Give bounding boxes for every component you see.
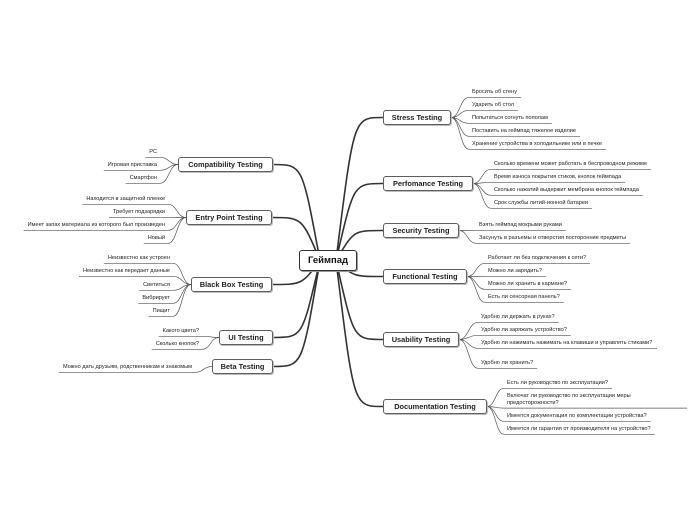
connector-functional-leaf-1 [466,262,591,277]
leaf-stress-1: Бросить об стену [472,89,518,95]
branch-usability-testing[interactable]: Usability Testing [383,332,459,347]
leaf-performance-1: Сколько времени может работать в беспров… [494,161,647,167]
leaf-functional-4: Есть ли сенсорная панель? [488,294,560,300]
connector-stress-leaf-5 [450,117,607,150]
connector-stress-leaf-2 [450,109,519,118]
connector-entry-leaf-4 [143,217,187,244]
leaf-usability-4: Удобно ли хранить? [481,360,534,366]
connector-compatibility-leaf-1 [145,156,179,165]
connector-entry-leaf-1 [82,203,187,218]
connector-usability-leaf-1 [458,321,559,340]
branch-security-testing[interactable]: Security Testing [383,223,459,238]
connector-compatibility [272,163,321,261]
connector-performance [335,182,384,261]
connector-usability [335,260,384,341]
connector-security-leaf-2 [458,230,631,244]
leaf-documentation-4: Имеется ли гарантия от производителя на … [507,426,651,432]
connector-performance-leaf-2 [472,181,626,184]
connector-documentation-leaf-4 [486,406,655,435]
connector-usability-leaf-3 [458,339,657,349]
leaf-entry-3: Имеет запах материала из которого был пр… [27,222,165,228]
leaf-ui-1: Какого цвета? [162,328,199,334]
leaf-stress-5: Хранение устройства в холодильнике или в… [472,141,603,147]
branch-stress-testing[interactable]: Stress Testing [383,110,451,125]
leaf-performance-3: Сколько нажатий выдержит мембрана кнопок… [494,187,639,193]
branch-performance-testing[interactable]: Perfomance Testing [383,176,473,191]
leaf-compatibility-3: Смартфон [129,175,157,181]
branch-ui-testing[interactable]: UI Testing [219,330,273,345]
leaf-ui-2: Сколько кнопок? [155,341,199,347]
connector-ui-leaf-1 [158,335,220,338]
leaf-blackbox-4: Вибрирует [142,295,170,301]
leaf-entry-1: Находится в защитной пленке [86,196,165,202]
connector-usability-leaf-4 [458,339,538,369]
leaf-beta-1: Можно дать друзьям, родственникам и знак… [62,364,192,370]
connector-ui [272,260,321,339]
leaf-blackbox-2: Неизвестно как передает данные [83,268,170,274]
leaf-functional-1: Работает ли без подключения к сети? [488,255,587,261]
connector-stress [335,116,384,261]
connector-beta [272,260,321,368]
connector-documentation-leaf-1 [486,387,613,407]
leaf-usability-1: Удобно ли держать в руках? [481,314,555,320]
leaf-performance-2: Время износа покрытия стиков, кнопок гей… [494,174,622,180]
leaf-usability-3: Удобно ли нажимать нажимать на клавиши и… [481,340,653,346]
leaf-entry-4: Новый [147,235,165,241]
connector-blackbox-leaf-2 [79,275,192,285]
leaf-compatibility-1: PC [149,149,157,155]
leaf-functional-2: Можно ли зарядить? [488,268,542,274]
leaf-blackbox-5: Пищит [152,308,170,314]
leaf-performance-4: Срок службы литий-ионной батареи [494,200,589,206]
leaf-stress-4: Поставить на геймпад тяжелое изделие [472,128,576,134]
connector-blackbox-leaf-1 [103,262,192,285]
connector-compatibility-leaf-3 [125,164,179,184]
branch-functional-testing[interactable]: Functional Testing [383,269,467,284]
connector-documentation-leaf-2 [486,406,687,409]
connector-beta-leaf-1 [58,366,213,373]
leaf-entry-2: Требует подзарядки [113,209,165,215]
connector-functional-leaf-4 [466,276,564,303]
branch-documentation-testing[interactable]: Documentation Testing [383,399,487,414]
branch-entry-point-testing[interactable]: Entry Point Testing [186,210,272,225]
leaf-blackbox-1: Неизвестно как устроен [107,255,170,261]
connector-usability-leaf-2 [458,334,571,340]
central-topic[interactable]: Геймпад [299,250,357,271]
leaf-blackbox-3: Светиться [143,282,170,288]
connector-blackbox-leaf-5 [148,284,192,317]
leaf-security-2: Засунуть в разъемы и отверстия посторонн… [479,235,627,241]
leaf-documentation-3: Имеется документация по комплектации уст… [507,413,647,419]
connector-ui-leaf-2 [151,337,220,350]
leaf-usability-2: Удобно ли заряжать устройство? [481,327,567,333]
connector-performance-leaf-1 [472,168,651,184]
connector-entry [271,216,321,261]
leaf-stress-3: Попытаться согнуть пополам [472,115,548,121]
connector-performance-leaf-4 [472,183,593,209]
branch-black-box-testing[interactable]: Black Box Testing [191,277,272,292]
leaf-stress-2: Ударить об стол [472,102,515,108]
branch-compatibility-testing[interactable]: Compatibility Testing [178,157,273,172]
connector-stress-leaf-1 [450,96,522,118]
connector-documentation [335,260,384,408]
leaf-security-1: Взять геймпад мокрыми руками [479,222,562,228]
branch-beta-testing[interactable]: Beta Testing [212,359,273,374]
leaf-documentation-2: Включат ли руководство по эксплуатации м… [507,393,631,406]
leaf-documentation-1: Есть ли руководство по эксплуатации? [507,380,609,386]
leaf-compatibility-2: Игровая приставка [107,162,157,168]
leaf-functional-3: Можно ли хранить в кармане? [488,281,568,287]
